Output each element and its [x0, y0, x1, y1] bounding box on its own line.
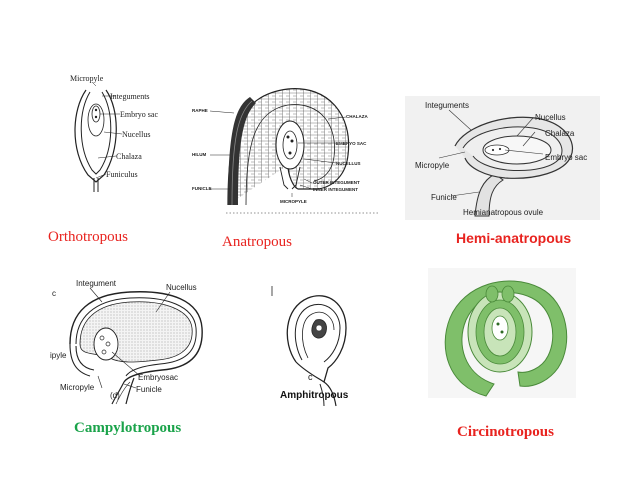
- anatropous-caption: Anatropous: [222, 234, 292, 250]
- hemi-funicle: [474, 173, 504, 217]
- campylotropous-outer-integument: [69, 291, 203, 383]
- anatropous-label-nucellus: NUCELLUS: [336, 161, 361, 166]
- orthotropous-inner-integument: [80, 91, 112, 175]
- campylotropous-funicle: [111, 377, 135, 405]
- campylotropous-label-integument: Integument: [76, 279, 117, 288]
- anatropous-nucellus: [275, 120, 305, 170]
- hemi-embryo-sac: [484, 144, 510, 156]
- orthotropous-outer-integument: [74, 89, 117, 183]
- hemi-label-chalaza: Chalaza: [545, 129, 575, 138]
- anatropous-label-chalaza: CHALAZA: [346, 114, 368, 119]
- orthotropous-nucellus: [87, 103, 105, 137]
- orthotropous-diagram: Micropyle Integuments Embryo sac Nucellu…: [58, 70, 178, 195]
- circinotropous-diagram: [428, 268, 576, 398]
- anatropous-raphe: [228, 97, 256, 205]
- campylotropous-label-embryosac: Embryosac: [138, 373, 178, 382]
- anatropous-label-raphe: RAPHE: [192, 108, 208, 113]
- circinotropous-caption: Circinotropous: [457, 424, 554, 440]
- hemi-label-title: Hemianatropous ovule: [463, 208, 544, 217]
- campylotropous-label-nucellus: Nucellus: [166, 283, 197, 292]
- campylotropous-diagram: Integument Nucellus c ipyle Embryosac Mi…: [50, 272, 215, 406]
- amphitropous-outer-integument: [286, 295, 347, 383]
- orthotropous-label-funiculus: Funiculus: [106, 170, 138, 179]
- orthotropous-label-embryo-sac: Embryo sac: [120, 110, 158, 119]
- hemi-anatropous-diagram: Integuments Nucellus Chalaza Micropyle E…: [405, 96, 600, 220]
- anatropous-label-outer-integument: OUTER INTEGUMENT: [313, 180, 360, 185]
- amphitropous-funicle: [295, 361, 337, 407]
- circinotropous-embryo-sac: [491, 315, 509, 341]
- campylotropous-label-d: (d): [110, 391, 120, 400]
- orthotropous-label-nucellus: Nucellus: [122, 130, 150, 139]
- orthotropous-label-integuments: Integuments: [110, 92, 150, 101]
- anatropous-diagram: RAPHE HILUM FUNICLE CHALAZA EMBRYO SAC N…: [188, 75, 388, 215]
- campylotropous-label-micropyle: Micropyle: [60, 383, 95, 392]
- anatropous-label-micropyle: MICROPYLE: [280, 199, 307, 204]
- campylotropous-label-ipyle: ipyle: [50, 351, 67, 360]
- hemi-anatropous-caption: Hemi-anatropous: [456, 230, 572, 246]
- anatropous-label-funicle: FUNICLE: [192, 186, 212, 191]
- hemi-label-micropyle: Micropyle: [415, 161, 450, 170]
- hemi-label-nucellus: Nucellus: [535, 113, 566, 122]
- orthotropous-label-chalaza: Chalaza: [116, 152, 142, 161]
- anatropous-label-embryo-sac: EMBRYO SAC: [336, 141, 367, 146]
- anatropous-label-hilum: HILUM: [192, 152, 206, 157]
- hemi-label-funicle: Funicle: [431, 193, 457, 202]
- amphitropous-label: Amphitropous: [280, 390, 349, 401]
- amphitropous-diagram: c Amphitropous: [262, 282, 374, 408]
- orthotropous-label-micropyle: Micropyle: [70, 74, 104, 83]
- orthotropous-caption: Orthotropous: [48, 229, 128, 245]
- amphitropous-letter: c: [308, 372, 313, 382]
- hemi-label-embryo-sac: Embryo sac: [545, 153, 587, 162]
- orthotropous-embryo-sac: [91, 105, 101, 123]
- campylotropous-label-funicle: Funicle: [136, 385, 162, 394]
- anatropous-embryo-sac: [282, 130, 298, 160]
- anatropous-label-inner-integument: INNER INTEGUMENT: [313, 187, 358, 192]
- campylotropous-caption: Campylotropous: [74, 420, 182, 436]
- campylotropous-label-c: c: [52, 289, 56, 298]
- hemi-label-integuments: Integuments: [425, 101, 469, 110]
